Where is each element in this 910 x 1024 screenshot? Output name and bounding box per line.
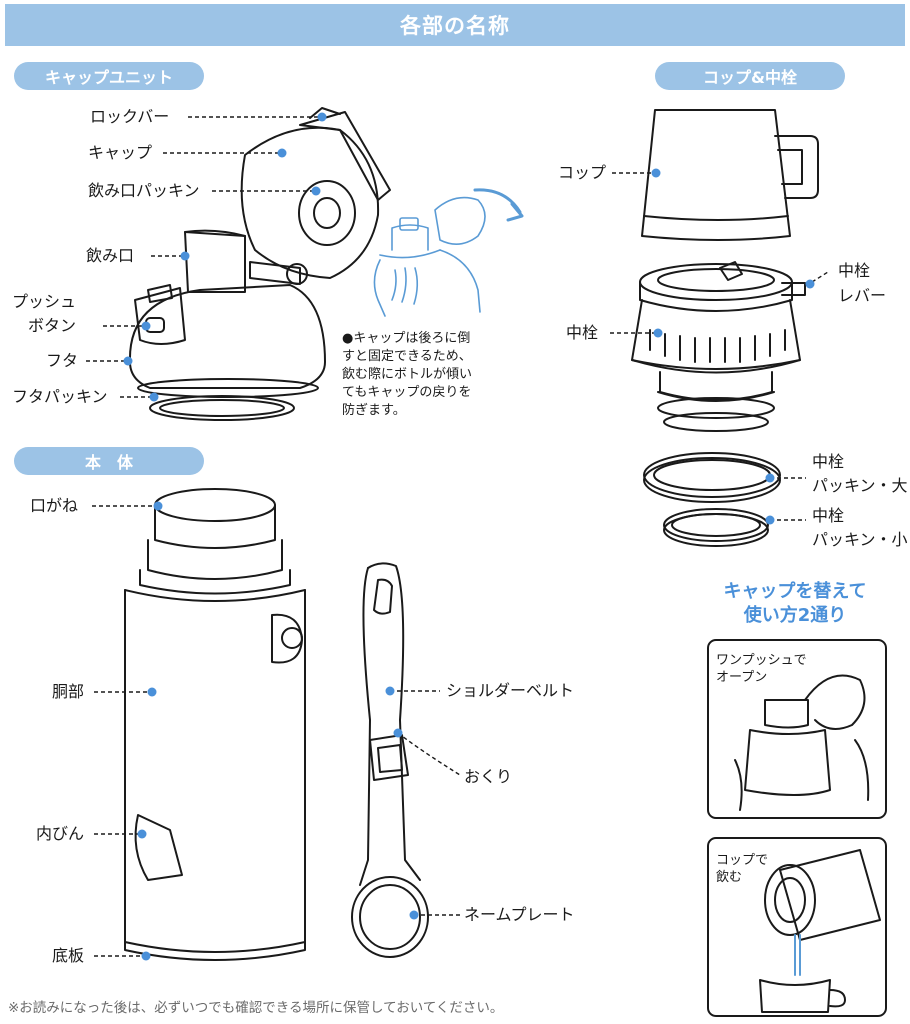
label-barrel: 胴部 bbox=[52, 682, 85, 701]
leader-lines bbox=[86, 116, 829, 957]
callout-dots bbox=[123, 112, 815, 961]
cap-note-line: 飲む際にボトルが傾い bbox=[342, 367, 473, 382]
label-packing-small-1: 中栓 bbox=[812, 506, 845, 525]
label-push-button-2: ボタン bbox=[28, 316, 77, 335]
cup-drink-illustration bbox=[759, 849, 881, 1013]
one-push-illustration bbox=[734, 674, 870, 811]
label-name-plate: ネームプレート bbox=[464, 905, 575, 924]
label-mouth-ring: 口がね bbox=[30, 496, 79, 515]
section-cup-plug: コップ&中栓 bbox=[655, 62, 845, 90]
label-shoulder-belt: ショルダーベルト bbox=[446, 681, 575, 700]
cap-note-line: すと固定できるため、 bbox=[342, 349, 472, 364]
label-push-button-1: プッシュ bbox=[12, 292, 77, 311]
label-plug: 中栓 bbox=[566, 323, 599, 342]
label-packing-small-2: パッキン・小 bbox=[812, 530, 908, 549]
label-lid: フタ bbox=[46, 351, 79, 370]
usage-one-push-line-2: オープン bbox=[716, 670, 768, 685]
label-mouth: 飲み口 bbox=[86, 246, 135, 265]
footer-note: ※お読みになった後は、必ずいつでも確認できる場所に保管しておいてください。 bbox=[8, 1000, 504, 1016]
usage-one-push-line-1: ワンプッシュで bbox=[716, 653, 807, 668]
label-buckle: おくり bbox=[464, 767, 513, 786]
cap-tilt-illustration bbox=[373, 188, 524, 317]
bottle-illustration bbox=[124, 488, 306, 961]
page-title: 各部の名称 bbox=[400, 14, 510, 38]
label-plug-lever-2: レバー bbox=[838, 286, 887, 305]
packing-illustration bbox=[643, 452, 781, 547]
usage-heading-line-1: キャップを替えて bbox=[723, 581, 867, 602]
plug-illustration bbox=[631, 261, 806, 432]
cap-note-line: てもキャップの戻りを bbox=[342, 385, 472, 400]
usage-heading: キャップを替えて 使い方2通り bbox=[690, 580, 900, 628]
usage-cup-text: コップで 飲む bbox=[716, 852, 768, 886]
title-bar: 各部の名称 bbox=[5, 4, 905, 46]
cap-unit-illustration bbox=[128, 107, 391, 421]
usage-heading-line-2: 使い方2通り bbox=[743, 605, 847, 626]
usage-cup-line-2: 飲む bbox=[716, 870, 743, 885]
section-cap-unit: キャップユニット bbox=[14, 62, 204, 90]
cap-note: ●キャップは後ろに倒 すと固定できるため、 飲む際にボトルが傾い てもキャップの… bbox=[342, 330, 512, 420]
label-mouth-packing: 飲み口パッキン bbox=[88, 181, 200, 200]
label-cup: コップ bbox=[558, 163, 607, 182]
belt-illustration bbox=[351, 562, 429, 958]
label-packing-large-2: パッキン・大 bbox=[812, 476, 908, 495]
usage-box-cup bbox=[707, 837, 887, 1017]
cap-note-line: ●キャップは後ろに倒 bbox=[342, 331, 471, 346]
usage-cup-line-1: コップで bbox=[716, 853, 769, 868]
usage-one-push-text: ワンプッシュで オープン bbox=[716, 652, 807, 686]
label-packing-large-1: 中栓 bbox=[812, 452, 845, 471]
cup-illustration bbox=[641, 109, 819, 241]
label-bottom-plate: 底板 bbox=[52, 946, 85, 965]
section-body: 本 体 bbox=[14, 447, 204, 475]
label-cap: キャップ bbox=[88, 143, 153, 162]
label-plug-lever-1: 中栓 bbox=[838, 261, 871, 280]
label-inner-bottle: 内びん bbox=[36, 824, 85, 843]
cap-note-line: 防ぎます。 bbox=[342, 403, 406, 418]
label-lid-packing: フタパッキン bbox=[12, 387, 108, 406]
usage-box-one-push bbox=[707, 639, 887, 819]
label-lock-bar: ロックバー bbox=[90, 107, 170, 126]
